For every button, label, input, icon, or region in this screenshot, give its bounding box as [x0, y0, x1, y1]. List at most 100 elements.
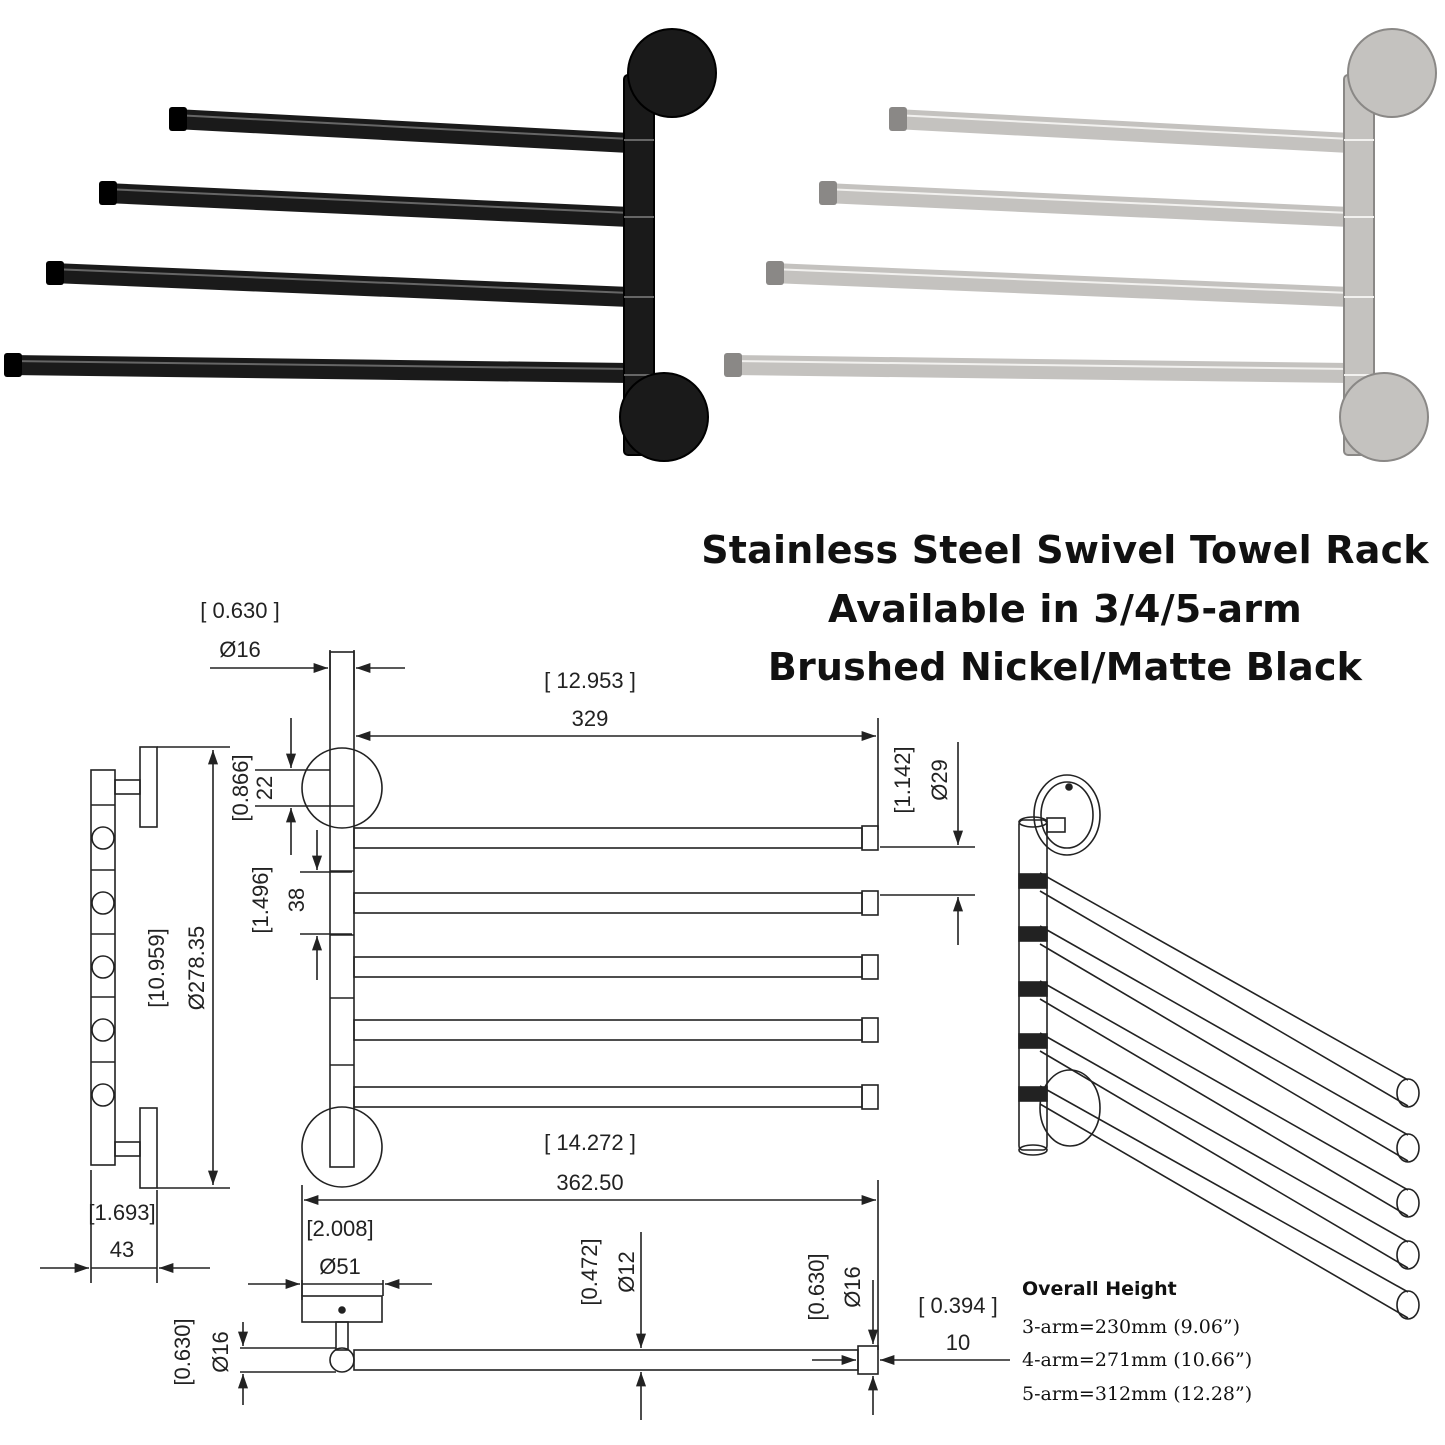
dim-rod-in: [0.472] [577, 1238, 602, 1305]
towel-arm-2 [824, 183, 1351, 227]
iso-arm-cap-1 [1396, 1078, 1420, 1108]
towel-arm-4 [9, 355, 631, 383]
overall-height-4-arm: 4-arm=271mm (10.66”) [1022, 1349, 1253, 1371]
arm-end-cap-3 [46, 261, 64, 285]
dim-tube-mm: Ø16 [219, 637, 261, 662]
side-arm-socket-2 [91, 891, 115, 915]
iso-joint-2 [1018, 926, 1048, 942]
arm-end-cap-4 [724, 353, 742, 377]
title-line-1: Stainless Steel Swivel Towel Rack [701, 528, 1429, 572]
front-arm-4 [353, 1019, 863, 1041]
arm-end-cap-3 [766, 261, 784, 285]
dim-cap-len-in: [ 0.394 ] [918, 1293, 998, 1318]
iso-arm-top-1 [1039, 872, 1409, 1081]
towel-arm-2 [104, 183, 631, 227]
arm-highlight-1 [894, 114, 1351, 140]
dim-total-length-mm: 362.50 [556, 1170, 623, 1195]
matte-black-rack-image [4, 28, 717, 462]
front-arm-1 [353, 827, 863, 849]
dimension-labels: [ 0.630 ] Ø16 [ 12.953 ] 329 [0.866] 22 … [88, 598, 997, 1386]
dim-side-mm: Ø16 [208, 1331, 233, 1373]
arm-highlight-4 [9, 360, 631, 370]
front-arm-cap-3 [861, 954, 879, 980]
wall-plate-top [1347, 28, 1437, 118]
title-line-3: Brushed Nickel/Matte Black [767, 645, 1363, 689]
arm-end-cap-2 [819, 181, 837, 205]
arm-highlight-3 [51, 268, 631, 294]
towel-arm-1 [174, 109, 631, 153]
dim-base-in: [2.008] [306, 1216, 373, 1241]
towel-arm-4 [729, 355, 1351, 383]
dim-tube-in: [ 0.630 ] [200, 598, 280, 623]
front-arm-cap-4 [861, 1017, 879, 1043]
dim-offset-in: [0.866] [228, 754, 253, 821]
dim-tip-mm: Ø16 [840, 1266, 865, 1308]
side-arm-socket-4 [91, 1018, 115, 1042]
towel-arm-3 [771, 263, 1351, 307]
front-arm-cap-1 [861, 825, 879, 851]
dim-spacing-in: [1.496] [248, 866, 273, 933]
front-arm-2 [353, 892, 863, 914]
iso-joint-3 [1018, 981, 1048, 997]
dim-arm-length-in: [ 12.953 ] [544, 668, 636, 693]
dim-arm-length-mm: 329 [572, 706, 609, 731]
side-arm-socket-3 [91, 955, 115, 979]
iso-arm-top-2 [1039, 925, 1409, 1136]
iso-arm-cap-5 [1396, 1290, 1420, 1320]
arm-end-cap-1 [169, 107, 187, 131]
arm-highlight-1 [174, 114, 631, 140]
towel-arm-1 [894, 109, 1351, 153]
towel-arm-3 [51, 263, 631, 307]
dim-total-length-in: [ 14.272 ] [544, 1130, 636, 1155]
dim-side-in: [0.630] [170, 1318, 195, 1385]
iso-joint-1 [1018, 873, 1048, 889]
wall-plate-bottom [1339, 372, 1429, 462]
iso-joint-4 [1018, 1033, 1048, 1049]
wall-plate-bottom [619, 372, 709, 462]
brushed-nickel-rack-image [724, 28, 1437, 462]
front-view [210, 650, 975, 1188]
arm-highlight-3 [771, 268, 1351, 294]
front-arm-3 [353, 956, 863, 978]
iso-arm-top-4 [1039, 1032, 1409, 1243]
arm-end-cap-4 [4, 353, 22, 377]
side-arm-socket-5 [91, 1083, 115, 1107]
dim-depth-in: [1.693] [88, 1200, 155, 1225]
wall-plate-top [627, 28, 717, 118]
dim-spacing-mm: 38 [284, 888, 309, 912]
dim-height-mm: Ø278.35 [184, 926, 209, 1010]
iso-arm-top-5 [1039, 1085, 1409, 1293]
dim-cap-len-mm: 10 [946, 1330, 970, 1355]
overall-height-3-arm: 3-arm=230mm (9.06”) [1022, 1316, 1241, 1338]
arm-highlight-2 [104, 188, 631, 214]
arm-highlight-4 [729, 360, 1351, 370]
isometric-view [1018, 774, 1420, 1320]
arm-end-cap-2 [99, 181, 117, 205]
iso-arm-bottom-5 [1039, 1103, 1409, 1319]
iso-joint-5 [1018, 1086, 1048, 1102]
iso-arm-bottom-2 [1039, 943, 1409, 1162]
side-view [40, 746, 230, 1283]
dim-rod-mm: Ø12 [614, 1251, 639, 1293]
overall-height-5-arm: 5-arm=312mm (12.28”) [1022, 1383, 1253, 1405]
iso-arm-bottom-4 [1039, 1050, 1409, 1269]
iso-arm-top-3 [1039, 980, 1409, 1191]
side-arm-socket-1 [91, 826, 115, 850]
dim-end-cap-in: [1.142] [890, 746, 915, 813]
front-arm-5 [353, 1086, 863, 1108]
iso-arm-cap-4 [1396, 1240, 1420, 1270]
iso-arm-cap-2 [1396, 1133, 1420, 1163]
iso-arm-bottom-1 [1039, 890, 1409, 1107]
title-line-2: Available in 3/4/5-arm [828, 587, 1302, 631]
dim-end-cap-mm: Ø29 [927, 759, 952, 801]
front-arm-cap-5 [861, 1084, 879, 1110]
bottom-view [237, 1180, 1010, 1420]
arm-highlight-2 [824, 188, 1351, 214]
dim-depth-mm: 43 [110, 1237, 134, 1262]
dim-base-mm: Ø51 [319, 1254, 361, 1279]
dim-height-in: [10.959] [144, 928, 169, 1008]
iso-arm-bottom-3 [1039, 998, 1409, 1217]
arm-end-cap-1 [889, 107, 907, 131]
